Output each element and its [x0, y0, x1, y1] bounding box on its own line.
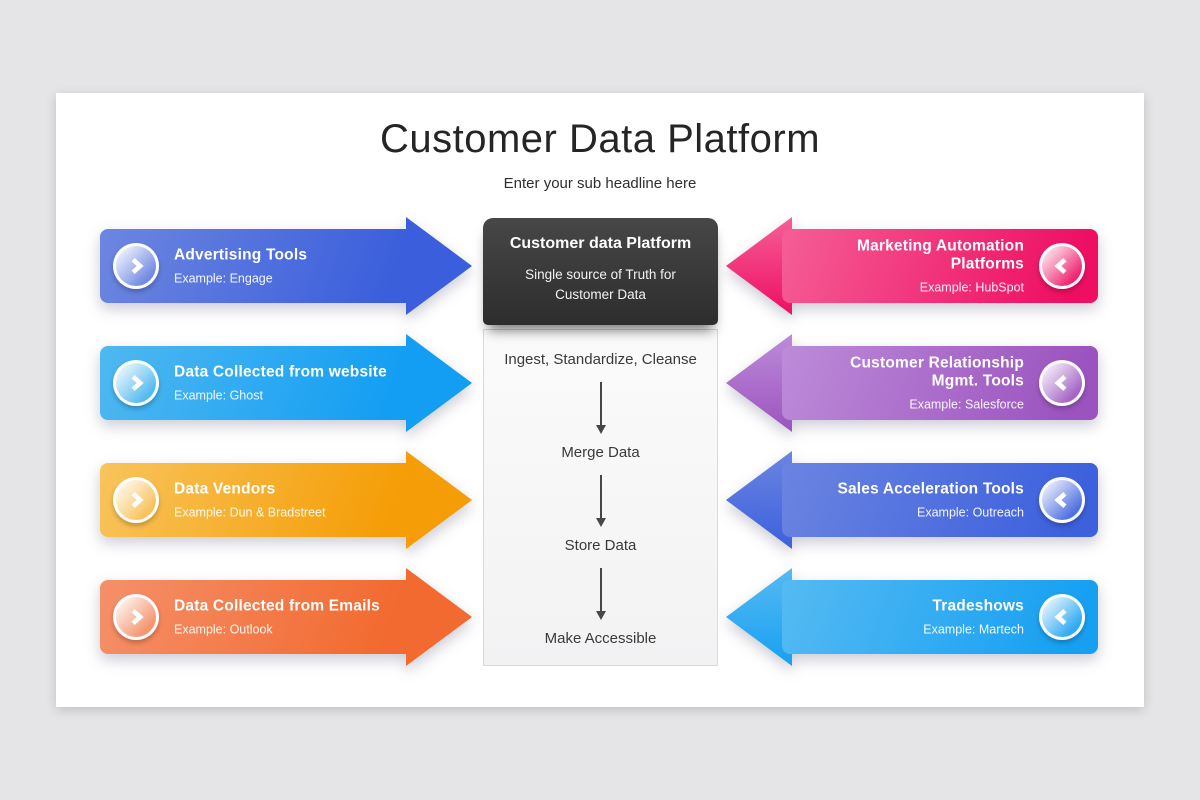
flow-step-ingest: Ingest, Standardize, Cleanse — [504, 351, 697, 368]
page-subtitle: Enter your sub headline here — [503, 175, 697, 192]
page-title: Customer Data Platform — [379, 117, 821, 161]
arrow-advertising-tools: Advertising Tools Example: Engage — [100, 217, 472, 315]
down-arrow-icon — [595, 382, 606, 434]
arrow-example: Example: Salesforce — [909, 397, 1024, 412]
arrow-example: Example: HubSpot — [919, 280, 1024, 295]
chevron-right-circle-icon — [113, 594, 159, 640]
arrow-title: Data Collected from website — [174, 363, 387, 381]
arrow-text: Data Collected from Emails Example: Outl… — [174, 598, 398, 637]
slide-canvas: Customer Data Platform Enter your sub he… — [56, 93, 1144, 707]
arrow-customer-relationship-mgmt-tools: Customer Relationship Mgmt. Tools Exampl… — [726, 334, 1098, 432]
arrow-example: Example: Ghost — [174, 388, 263, 403]
arrow-text: Data Vendors Example: Dun & Bradstreet — [174, 481, 398, 520]
arrow-text: Data Collected from website Example: Gho… — [174, 364, 398, 403]
flow-step-merge: Merge Data — [561, 444, 640, 461]
chevron-left-circle-icon — [1039, 243, 1085, 289]
arrow-example: Example: Outreach — [917, 505, 1024, 520]
cdp-header-box: Customer data Platform Single source of … — [483, 218, 718, 325]
chevron-left-circle-icon — [1039, 477, 1085, 523]
cdp-box-title: Customer data Platform — [509, 235, 692, 252]
arrow-data-vendors: Data Vendors Example: Dun & Bradstreet — [100, 451, 472, 549]
flow-step-store: Store Data — [564, 537, 637, 554]
arrow-title: Customer Relationship Mgmt. Tools — [850, 354, 1024, 390]
arrow-text: Tradeshows Example: Martech — [800, 598, 1024, 637]
chevron-right-circle-icon — [113, 243, 159, 289]
arrow-text: Sales Acceleration Tools Example: Outrea… — [800, 481, 1024, 520]
down-arrow-icon — [595, 568, 606, 620]
arrow-title: Marketing Automation Platforms — [856, 237, 1024, 273]
arrow-example: Example: Outlook — [174, 622, 273, 637]
arrow-marketing-automation-platforms: Marketing Automation Platforms Example: … — [726, 217, 1098, 315]
arrow-title: Tradeshows — [932, 597, 1024, 615]
arrow-example: Example: Engage — [174, 271, 273, 286]
arrow-data-collected-from-emails: Data Collected from Emails Example: Outl… — [100, 568, 472, 666]
arrow-title: Sales Acceleration Tools — [837, 480, 1024, 498]
arrow-text: Customer Relationship Mgmt. Tools Exampl… — [800, 355, 1024, 412]
chevron-left-circle-icon — [1039, 594, 1085, 640]
arrow-sales-acceleration-tools: Sales Acceleration Tools Example: Outrea… — [726, 451, 1098, 549]
chevron-right-circle-icon — [113, 477, 159, 523]
arrow-title: Data Collected from Emails — [174, 597, 380, 615]
chevron-right-circle-icon — [113, 360, 159, 406]
arrow-text: Marketing Automation Platforms Example: … — [800, 238, 1024, 295]
chevron-left-circle-icon — [1039, 360, 1085, 406]
arrow-title: Data Vendors — [174, 480, 276, 498]
arrow-text: Advertising Tools Example: Engage — [174, 247, 398, 286]
arrow-example: Example: Dun & Bradstreet — [174, 505, 326, 520]
arrow-data-collected-from-website: Data Collected from website Example: Gho… — [100, 334, 472, 432]
arrow-title: Advertising Tools — [174, 246, 308, 264]
down-arrow-icon — [595, 475, 606, 527]
arrow-tradeshows: Tradeshows Example: Martech — [726, 568, 1098, 666]
cdp-flow-panel: Ingest, Standardize, Cleanse Merge Data … — [483, 329, 718, 666]
flow-step-accessible: Make Accessible — [544, 630, 657, 647]
cdp-box-subtitle: Single source of Truth for Customer Data — [525, 267, 676, 302]
arrow-example: Example: Martech — [923, 622, 1024, 637]
